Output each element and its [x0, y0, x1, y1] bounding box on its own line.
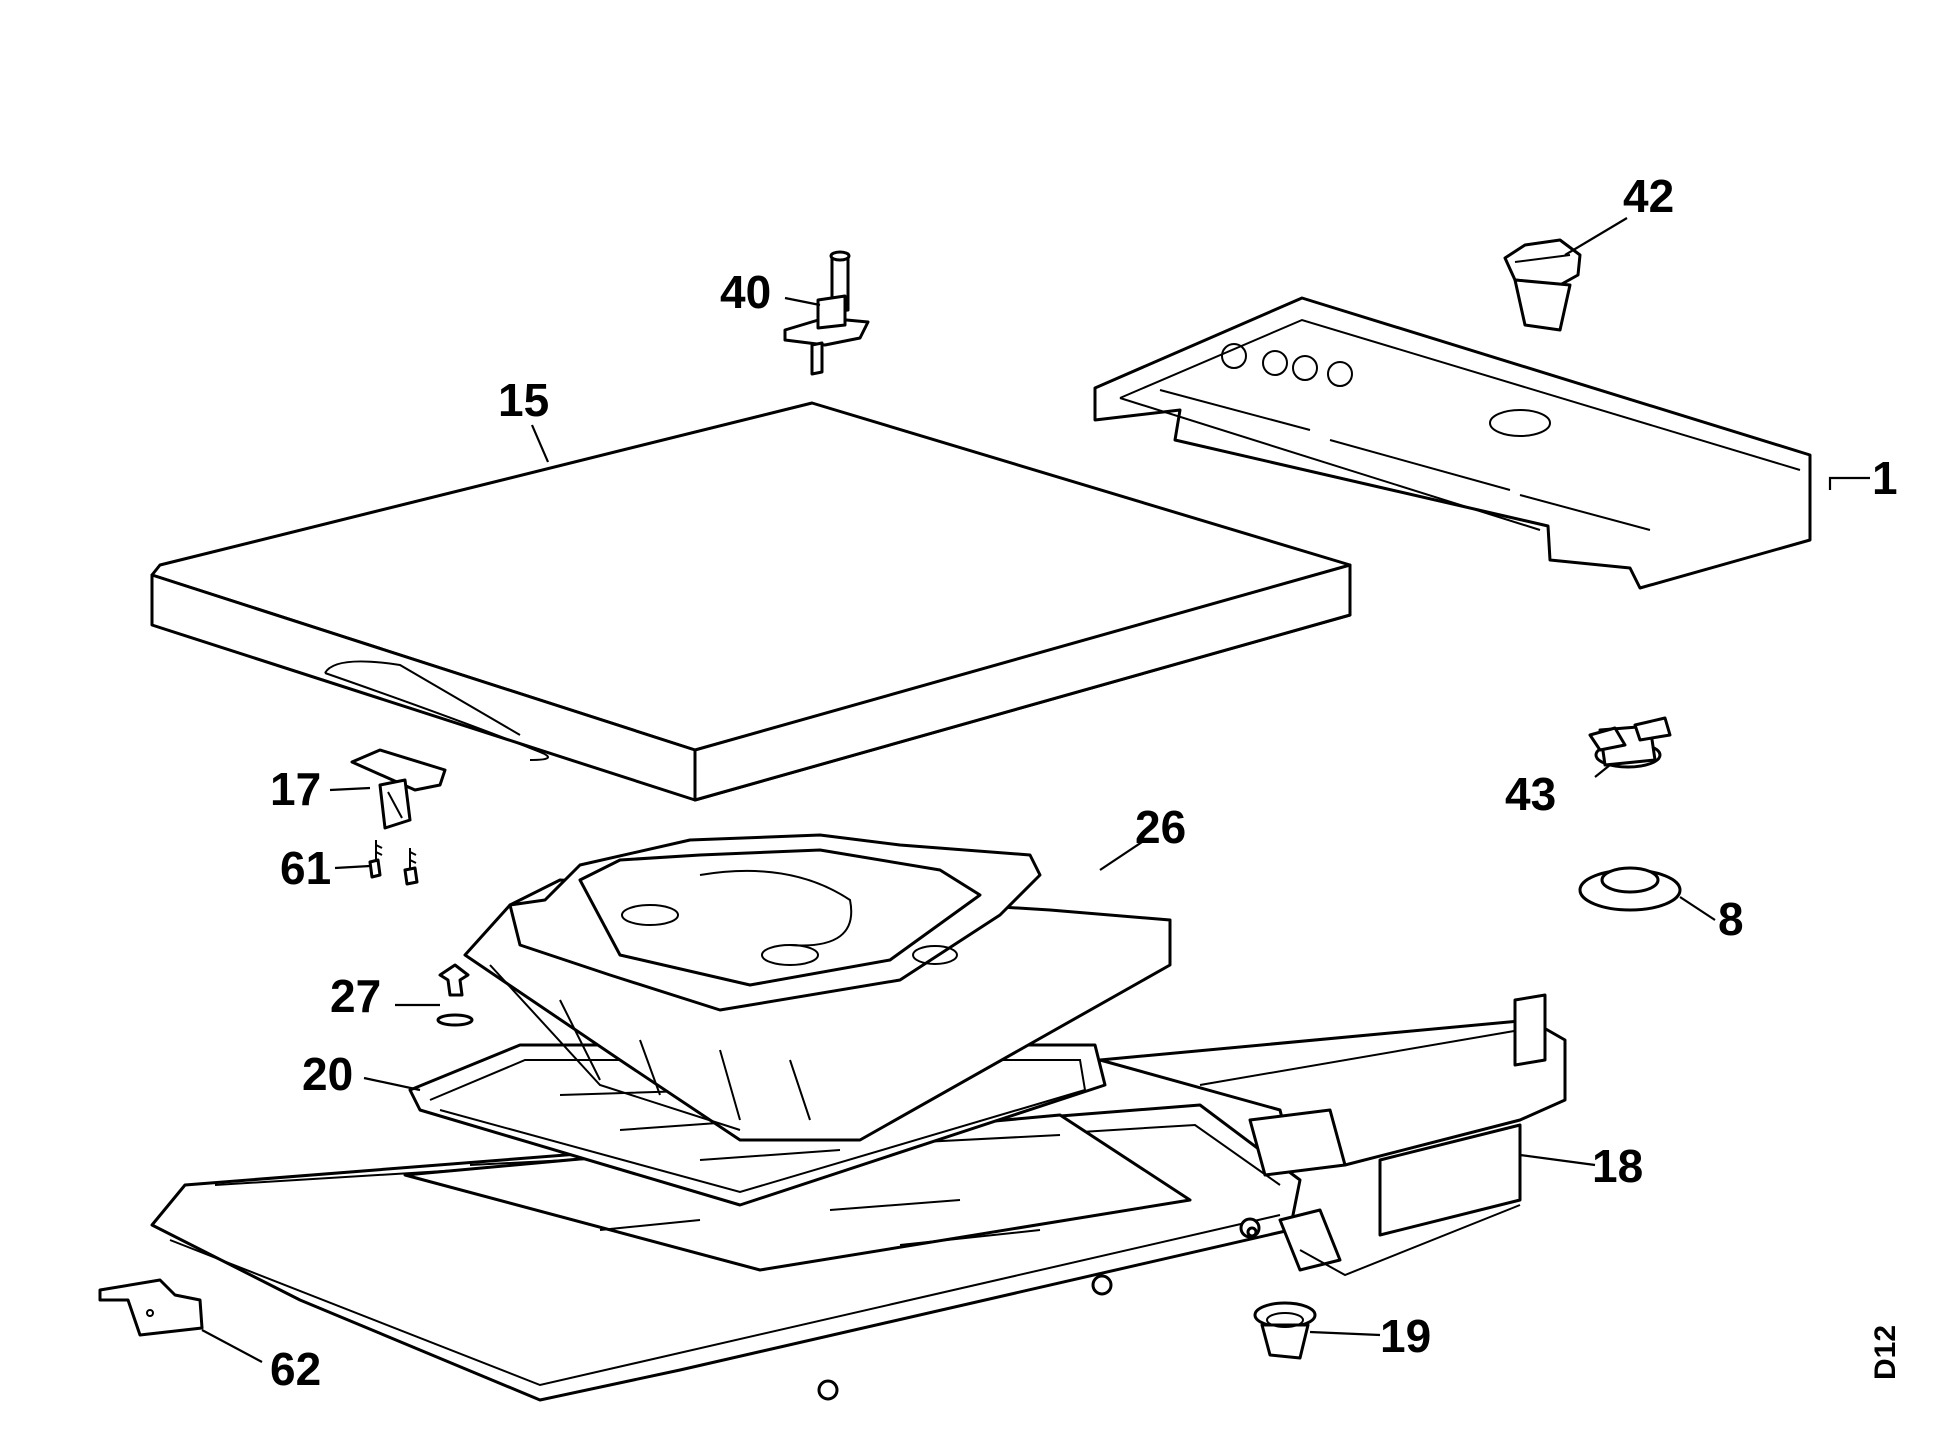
leader-lines — [201, 217, 1870, 1363]
callout-61: 61 — [280, 842, 331, 894]
control-panel — [1093, 296, 1812, 590]
ring — [1578, 866, 1682, 912]
bracket — [98, 1278, 204, 1337]
knob — [1503, 238, 1582, 332]
clip — [436, 963, 474, 1027]
callout-40: 40 — [720, 266, 771, 318]
callout-8: 8 — [1718, 893, 1744, 945]
callout-42: 42 — [1623, 170, 1674, 222]
side-duct — [1098, 993, 1567, 1277]
callout-17: 17 — [270, 763, 321, 815]
callout-62: 62 — [270, 1343, 321, 1395]
hinge — [350, 748, 447, 830]
screws — [368, 840, 419, 886]
callout-19: 19 — [1380, 1310, 1431, 1362]
door-switch — [783, 250, 870, 376]
fan-assembly — [463, 833, 1172, 1142]
diagram-code: D12 — [1869, 1325, 1902, 1380]
callout-18: 18 — [1592, 1140, 1643, 1192]
callout-26: 26 — [1135, 801, 1186, 853]
callout-labels: 15 40 42 1 17 61 26 43 8 27 20 18 19 62 — [270, 170, 1898, 1395]
callout-27: 27 — [330, 970, 381, 1022]
foot-bung — [1253, 1301, 1317, 1360]
callout-20: 20 — [302, 1048, 353, 1100]
valve — [1588, 716, 1672, 769]
base-tray — [150, 1103, 1342, 1402]
callout-1: 1 — [1872, 452, 1898, 504]
top-lid — [150, 401, 1352, 802]
callout-15: 15 — [498, 374, 549, 426]
callout-43: 43 — [1505, 768, 1556, 820]
